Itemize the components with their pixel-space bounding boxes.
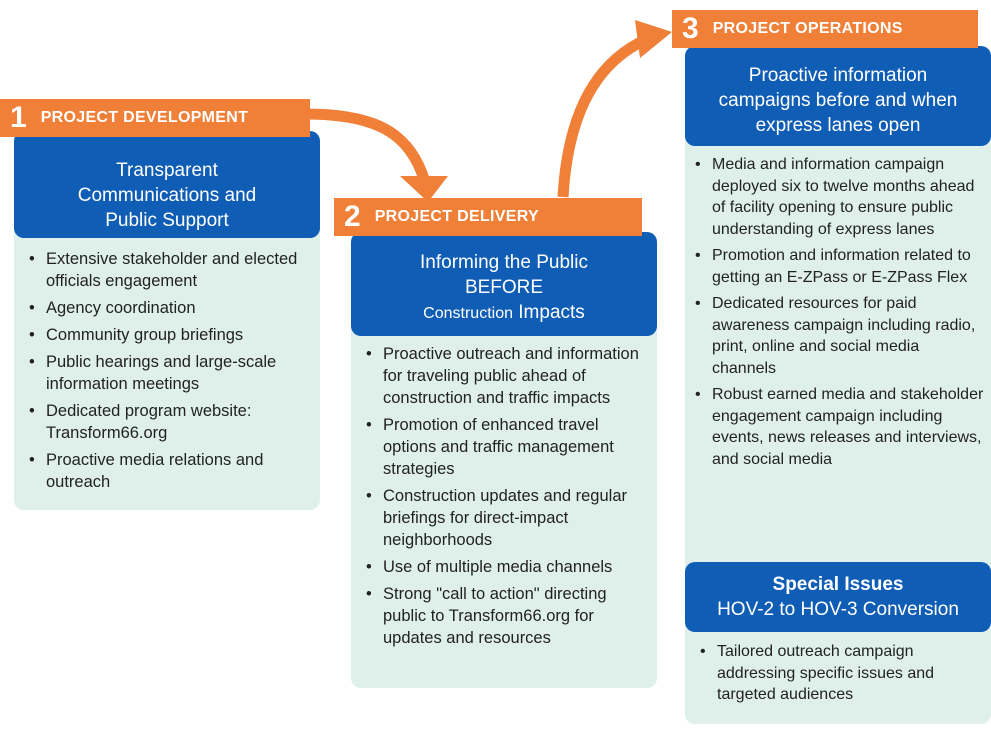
phase-2-number: 2: [344, 200, 361, 233]
list-item: Promotion and information related to get…: [695, 245, 985, 288]
phase-2-label: PROJECT DELIVERY: [374, 208, 539, 225]
phase-2-header-tail: Impacts: [518, 302, 585, 323]
list-item: Proactive outreach and information for t…: [366, 343, 650, 409]
phase-3-label: PROJECT OPERATIONS: [712, 20, 903, 37]
arrow-1-to-2-head: [400, 176, 448, 202]
list-item: Dedicated resources for paid awareness c…: [695, 293, 985, 379]
phase-1-header-line: Communications and: [77, 185, 257, 206]
list-item: Tailored outreach campaign addressing sp…: [700, 641, 980, 706]
list-item: Public hearings and large-scale informat…: [29, 351, 311, 395]
phase-2-tag: 2 PROJECT DELIVERY: [334, 198, 642, 236]
special-issues-header: Special Issues HOV-2 to HOV-3 Conversion: [685, 562, 991, 632]
phase-1-header: Transparent Communications and Public Su…: [14, 131, 320, 238]
phase-3-header-line: Proactive information: [748, 64, 928, 86]
list-item: Robust earned media and stakeholder enga…: [695, 384, 985, 470]
phase-1-number: 1: [10, 101, 27, 134]
arrow-2-to-3: [557, 35, 648, 198]
list-item: Agency coordination: [29, 297, 311, 319]
phase-2-header: Informing the Public BEFORE Construction…: [351, 232, 657, 336]
list-item: Promotion of enhanced travel options and…: [366, 414, 650, 480]
list-item: Media and information campaign deployed …: [695, 154, 985, 240]
list-item: Construction updates and regular briefin…: [366, 485, 650, 551]
phase-2-header-line: BEFORE: [464, 277, 544, 298]
phase-1-tag: 1 PROJECT DEVELOPMENT: [0, 99, 310, 137]
phase-2-header-small: Construction: [423, 305, 513, 322]
phase-1-label: PROJECT DEVELOPMENT: [40, 109, 249, 126]
phase-3-number: 3: [682, 12, 699, 45]
phase-2-header-line: Construction Impacts: [351, 300, 657, 326]
phase-1-header-line: Transparent: [116, 160, 218, 181]
arrow-2-to-3-head: [635, 20, 672, 58]
phase-1-bullets: Extensive stakeholder and elected offici…: [29, 248, 311, 498]
list-item: Dedicated program website: Transform66.o…: [29, 400, 311, 444]
phase-1-header-line: Public Support: [105, 210, 229, 231]
phase-3-tag: 3 PROJECT OPERATIONS: [672, 10, 978, 48]
phase-3-header-line: campaigns before and when: [718, 89, 958, 111]
phase-3-bullets: Media and information campaign deployed …: [695, 154, 985, 475]
phase-2-header-line: Informing the Public: [420, 252, 588, 273]
list-item: Strong "call to action" directing public…: [366, 583, 650, 649]
list-item: Proactive media relations and outreach: [29, 449, 311, 493]
phase-3-header: Proactive information campaigns before a…: [685, 46, 991, 146]
list-item: Community group briefings: [29, 324, 311, 346]
phase-2-bullets: Proactive outreach and information for t…: [366, 343, 650, 654]
phase-3-header-line: express lanes open: [755, 114, 921, 136]
special-issues-subtitle: HOV-2 to HOV-3 Conversion: [717, 599, 959, 620]
arrow-1-to-2: [304, 108, 431, 184]
list-item: Use of multiple media channels: [366, 556, 650, 578]
list-item: Extensive stakeholder and elected offici…: [29, 248, 311, 292]
special-issues-bullets: Tailored outreach campaign addressing sp…: [700, 641, 980, 711]
special-issues-title: Special Issues: [772, 574, 904, 595]
